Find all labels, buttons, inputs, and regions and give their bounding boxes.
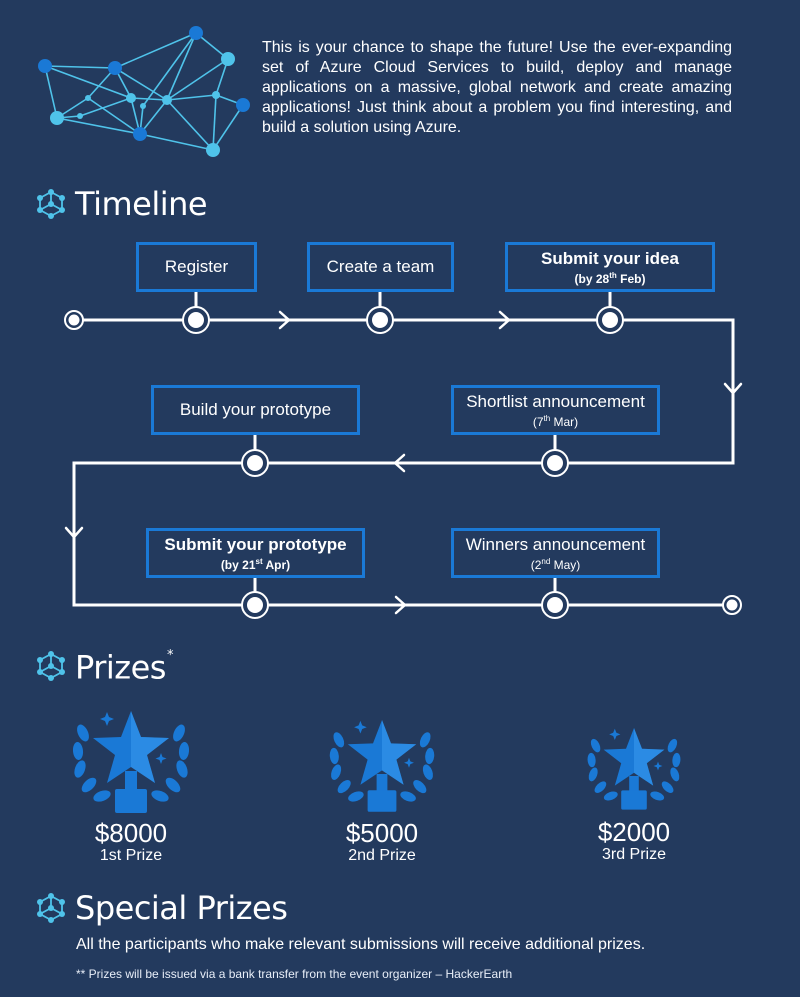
timeline-step-label: Winners announcement [465, 534, 646, 554]
network-graph-icon [38, 26, 250, 157]
timeline-step-build-prototype: Build your prototype [151, 385, 360, 435]
timeline-step-label: Create a team [326, 257, 435, 276]
timeline-step-shortlist: Shortlist announcement (7th Mar) [451, 385, 660, 435]
timeline-step-label: Build your prototype [179, 400, 332, 419]
prize-second: $5000 2nd Prize [302, 713, 462, 865]
timeline-step-submit-idea: Submit your idea (by 28th Feb) [505, 242, 715, 292]
prizes-title: Prizes* [75, 648, 173, 687]
prizes-heading: Prizes* [36, 646, 173, 686]
timeline-step-date: (by 28th Feb) [574, 270, 646, 286]
star-trophy-icon [587, 728, 681, 810]
prize-third: $2000 3rd Prize [554, 720, 714, 864]
network-node-icon [37, 189, 65, 219]
special-prizes-text: All the participants who make relevant s… [76, 936, 646, 953]
timeline-step-date: (2nd May) [530, 556, 581, 572]
network-node-icon [37, 651, 65, 681]
prize-place: 2nd Prize [348, 847, 416, 864]
timeline-step-date: (by 21st Apr) [220, 556, 291, 572]
network-node-icon [37, 893, 65, 923]
prize-amount: $8000 [94, 818, 168, 848]
prize-amount: $5000 [345, 818, 419, 848]
timeline-step-register: Register [136, 242, 257, 292]
footnote: ** Prizes will be issued via a bank tran… [76, 967, 513, 981]
timeline-step-label: Submit your prototype [164, 534, 347, 554]
timeline-title: Timeline [75, 185, 208, 223]
prize-place: 3rd Prize [601, 846, 667, 863]
star-trophy-icon [329, 720, 435, 812]
timeline-step-label: Submit your idea [541, 248, 679, 268]
star-trophy-icon [72, 711, 190, 813]
prize-first: $8000 1st Prize [51, 705, 211, 865]
timeline-step-label: Register [164, 257, 229, 276]
timeline-step-label: Shortlist announcement [466, 391, 645, 411]
timeline-step-date: (7th Mar) [532, 413, 579, 429]
timeline-step-winners: Winners announcement (2nd May) [451, 528, 660, 578]
timeline-heading: Timeline [36, 184, 208, 224]
prize-place: 1st Prize [99, 847, 163, 864]
intro-text: This is your chance to shape the future!… [262, 39, 732, 136]
timeline-node [64, 306, 742, 619]
special-prizes-title: Special Prizes [75, 889, 288, 927]
timeline-step-create-team: Create a team [307, 242, 454, 292]
timeline-path [64, 291, 743, 619]
special-prizes-heading: Special Prizes [36, 888, 288, 928]
prize-amount: $2000 [597, 817, 671, 847]
timeline-step-submit-prototype: Submit your prototype (by 21st Apr) [146, 528, 365, 578]
